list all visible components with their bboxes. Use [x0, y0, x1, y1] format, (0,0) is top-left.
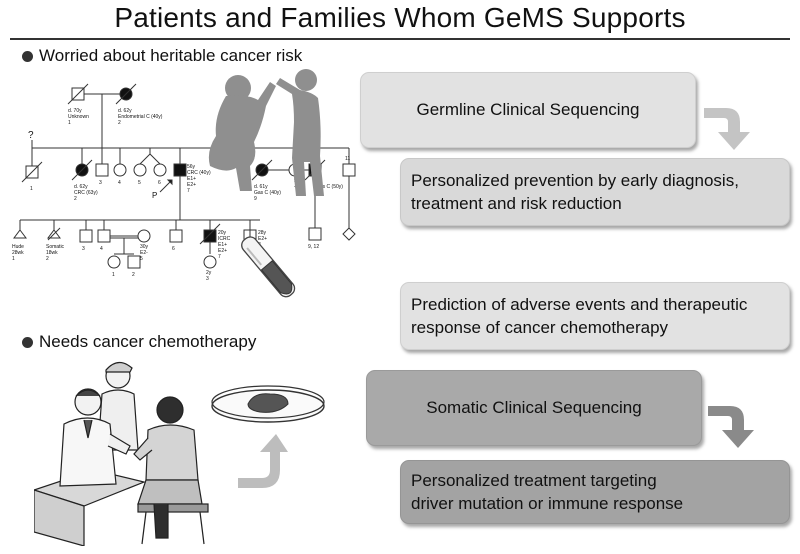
family-silhouette-image	[208, 69, 324, 196]
bullet-icon	[22, 336, 33, 348]
pedigree-deceased-mark	[67, 83, 89, 105]
adverse-line-2: response of cancer chemotherapy	[411, 318, 669, 337]
title-divider	[10, 38, 790, 40]
section-heritable: Worried about heritable cancer risk	[22, 46, 302, 66]
pedigree-label-12: 9, 12	[308, 244, 319, 250]
germline-sequencing-label: Germline Clinical Sequencing	[416, 100, 640, 119]
adverse-line-1: Prediction of adverse events and therape…	[411, 295, 748, 314]
treatment-line-1: Personalized treatment targeting	[411, 471, 657, 490]
curved-arrow-icon	[708, 406, 754, 448]
section-chemo: Needs cancer chemotherapy	[22, 332, 256, 352]
pedigree-label-child-1: 1	[112, 272, 115, 278]
germline-sequencing-box: Germline Clinical Sequencing	[360, 72, 696, 148]
pedigree-label-gen3-3: 3	[82, 246, 85, 252]
prevention-line-1: Personalized prevention by early diagnos…	[411, 171, 739, 190]
pedigree-label-child-2: 2	[132, 272, 135, 278]
page-title: Patients and Families Whom GeMS Supports	[114, 2, 686, 33]
prevention-box: Personalized prevention by early diagnos…	[400, 158, 790, 226]
pedigree-label-1: 1	[30, 186, 33, 192]
pedigree-proband-p: P	[152, 191, 157, 200]
pedigree-label-gen3-4: 4	[100, 246, 103, 252]
pedigree-label-gen3-6: 6	[172, 246, 175, 252]
prevention-line-2: treatment and risk reduction	[411, 194, 622, 213]
somatic-sequencing-label: Somatic Clinical Sequencing	[426, 398, 642, 417]
pedigree-label-uncle-dx: Gas C (50y)	[316, 184, 343, 190]
pedigree-q-mark: ?	[28, 130, 34, 141]
curved-arrow-icon	[704, 108, 750, 150]
elbow-arrow-icon	[238, 434, 288, 488]
petri-dish-image	[211, 385, 325, 423]
pedigree-label-3: 3	[99, 180, 102, 186]
personalized-treatment-box: Personalized treatment targeting driver …	[400, 460, 790, 524]
bullet-icon	[22, 50, 33, 62]
somatic-sequencing-box: Somatic Clinical Sequencing	[366, 370, 702, 446]
sample-tube-image	[241, 236, 296, 298]
adverse-events-box: Prediction of adverse events and therape…	[400, 282, 790, 350]
section-chemo-label: Needs cancer chemotherapy	[39, 332, 257, 351]
pedigree-label-4: 4	[118, 180, 121, 186]
pedigree-label-6: 6	[158, 180, 161, 186]
treatment-line-2: driver mutation or immune response	[411, 494, 684, 513]
doctor-consultation-image	[34, 361, 209, 546]
pedigree-label-5: 5	[138, 180, 141, 186]
section-heritable-label: Worried about heritable cancer risk	[39, 46, 303, 65]
pedigree-label-11: 11	[345, 156, 350, 162]
